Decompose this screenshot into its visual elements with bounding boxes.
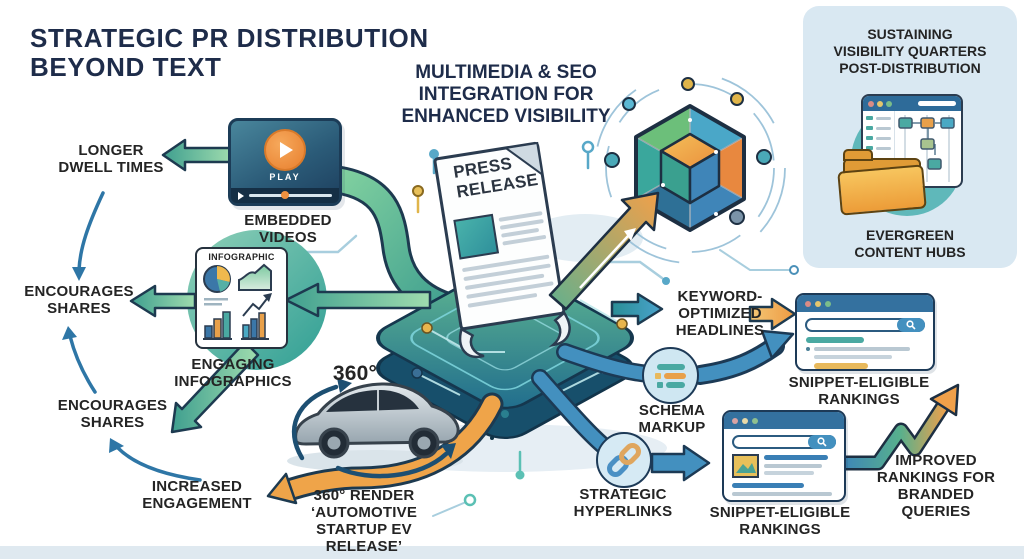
folder-icon — [837, 149, 927, 216]
search-bar — [805, 318, 925, 332]
arrow-into-infographic — [284, 282, 432, 318]
arrow-hyperlinks-to-browser — [650, 444, 711, 482]
result-thumbnail-icon — [732, 454, 759, 478]
video-player: PLAY — [228, 118, 342, 206]
label-snippet-rankings-bottom: SNIPPET-ELIGIBLE RANKINGS — [709, 504, 851, 539]
label-embedded-videos: EMBEDDED VIDEOS — [244, 212, 332, 247]
sustaining-visibility-panel: SUSTAINING VISIBILITY QUARTERS POST-DIST… — [803, 6, 1017, 268]
label-schema-markup: SCHEMA MARKUP — [638, 402, 706, 437]
search-icon — [897, 318, 925, 332]
hub-list-column — [863, 111, 895, 186]
infographic-card: INFOGRAPHIC — [195, 247, 288, 349]
pipe-video-to-platform — [323, 165, 467, 323]
center-heading: MULTIMEDIA & SEO INTEGRATION FOR ENHANCE… — [401, 62, 611, 128]
arrow-keyword-headlines — [610, 292, 664, 326]
arrow-improved-rankings — [834, 383, 960, 471]
mini-play-icon — [238, 191, 244, 200]
arrow-to-network-cube — [548, 191, 660, 311]
search-icon — [808, 435, 836, 449]
panel-title: SUSTAINING VISIBILITY QUARTERS POST-DIST… — [833, 26, 987, 77]
label-snippet-rankings-top: SNIPPET-ELIGIBLE RANKINGS — [788, 374, 930, 409]
content-hub-window-icon — [861, 94, 963, 188]
press-release-document — [433, 141, 571, 359]
label-360-render-caption: 360° RENDER ‘AUTOMOTIVE STARTUP EV RELEA… — [310, 487, 418, 556]
arrow-headlines-to-browser — [748, 297, 797, 331]
video-progress-bar — [231, 188, 339, 203]
arrow-encourages-shares-top — [129, 284, 197, 318]
serp-browser-bottom — [722, 410, 846, 502]
arrow-schema-to-browser — [690, 329, 795, 385]
infographic-card-title: INFOGRAPHIC — [208, 252, 275, 262]
progress-knob — [280, 191, 289, 200]
search-bar — [732, 435, 836, 449]
serp-browser-top — [795, 293, 935, 371]
label-engaging-infographics: ENGAGING INFOGRAPHICS — [174, 356, 292, 391]
label-improved-rankings: IMPROVED RANKINGS FOR BRANDED QUERIES — [876, 452, 996, 521]
bottom-edge-band — [0, 546, 1024, 559]
label-strategic-hyperlinks: STRATEGIC HYPERLINKS — [573, 486, 673, 521]
page-title: STRATEGIC PR DISTRIBUTION BEYOND TEXT — [30, 23, 429, 83]
ev-car-360-render — [291, 378, 460, 479]
browser-titlebar — [724, 412, 844, 429]
panel-caption: EVERGREEN CONTENT HUBS — [854, 227, 966, 260]
schema-markup-icon — [642, 347, 699, 404]
hub-gantt-area — [895, 111, 961, 186]
network-cube-icon — [594, 72, 786, 264]
play-button-icon — [264, 129, 306, 171]
hub-window-titlebar — [863, 96, 961, 111]
label-longer-dwell-times: LONGER DWELL TIMES — [58, 142, 164, 177]
hyperlink-chain-icon — [596, 432, 652, 488]
label-encourages-shares-top: ENCOURAGES SHARES — [24, 283, 134, 318]
cycle-arrows — [62, 191, 202, 482]
label-increased-engagement: INCREASED ENGAGEMENT — [142, 478, 252, 513]
label-360-degrees: 360° — [332, 362, 378, 385]
play-label: PLAY — [269, 172, 301, 182]
infographic-mini-charts — [203, 263, 272, 340]
arrow-longer-dwell — [161, 138, 234, 172]
label-keyword-optimized-headlines: KEYWORD- OPTIMIZED HEADLINES — [675, 288, 765, 340]
arrow-encourages-shares-bottom — [170, 340, 260, 434]
label-encourages-shares-bottom: ENCOURAGES SHARES — [57, 397, 168, 432]
browser-titlebar — [797, 295, 933, 312]
